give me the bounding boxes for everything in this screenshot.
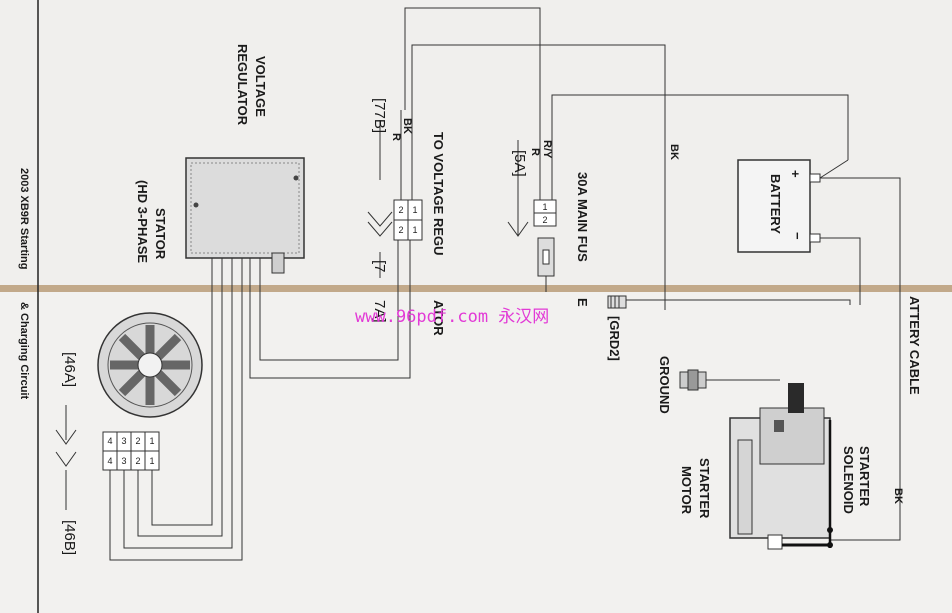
stator-pin: 4 [107,436,112,446]
stator-pin: 3 [121,436,126,446]
ref-grd2: [GRD2] [607,316,622,361]
ground-label: GROUND [657,356,672,414]
ref-5a: [5A] [511,150,528,177]
stator-pin: 1 [149,456,154,466]
voltage-regulator [185,157,305,274]
fuse-pin: 2 [542,215,547,225]
fuse-connector-pins: 1 2 [542,202,547,225]
fuse-pin: 1 [542,202,547,212]
vr-connector [393,199,423,241]
vr-connector-pins: 2 1 2 1 [398,205,417,235]
starter-assembly [729,383,833,550]
main-fuse-label: 30A MAIN FUS [575,172,590,262]
wire-color-label: BK [668,144,680,160]
wire-color-label: R [390,133,402,141]
voltage-regulator-label: VOLTAGE [253,56,268,117]
stator-label: STATOR [153,208,168,260]
wire-color-label: R/Y [541,140,553,159]
stator-wires [109,240,411,561]
watermark: www.96pdf.com 永汉网 [355,307,550,327]
page-seam [0,285,952,292]
stator-connector [102,431,160,471]
starter-motor-label: STARTER [697,458,712,519]
starter-solenoid-label: SOLENOID [841,446,856,514]
footer-title: 2003 XB9R Starting [18,168,30,270]
stator-connector-pins: 1 2 3 4 1 2 3 4 [107,436,154,466]
battery-label: BATTERY [768,174,783,234]
footer-title: & Charging Circuit [18,302,30,400]
stator-pin: 3 [121,456,126,466]
stator-pin: 4 [107,456,112,466]
battery-minus-label: − [790,232,805,240]
ground-bolt [679,369,780,391]
stator-pin: 1 [149,436,154,446]
fuse-arrow [507,140,529,237]
ref-77b: [77B] [371,98,388,134]
wire-color-label: BK [892,488,904,504]
vr-pin: 1 [412,225,417,235]
stator [97,312,203,418]
stator-label: (HD 3-PHASE [135,180,150,264]
voltage-regulator-label: REGULATOR [235,44,250,126]
battery [737,159,821,253]
vr-connector-arrows [367,120,393,278]
vr-pin: 2 [398,205,403,215]
stator-pin: 2 [135,456,140,466]
starter-motor-label: MOTOR [679,466,694,515]
ref-46a: [46A] [61,352,78,388]
wire-color-label: BK [401,118,413,134]
vr-pin: 1 [412,205,417,215]
battery-cable-label: ATTERY CABLE [907,296,922,395]
starter-solenoid-label: STARTER [857,446,872,507]
vr-supply-wires [400,7,666,310]
ground-stud [607,295,627,309]
to-voltage-regulator-label: TO VOLTAGE REGU [431,132,446,256]
ref-46b: [46B] [61,520,78,556]
fuse-wires [539,94,849,292]
stator-pin: 2 [135,436,140,446]
battery-wires [819,159,901,305]
fuse-connector [533,199,557,277]
battery-plus-label: + [788,170,803,178]
wire-color-label: R [529,148,541,156]
main-fuse-label: E [575,298,590,307]
ref-77a: [7 [371,260,388,273]
vr-pin: 2 [398,225,403,235]
